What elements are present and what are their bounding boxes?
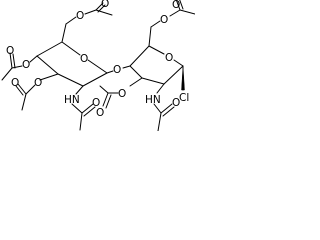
atom-right-o6: O	[160, 14, 168, 26]
bond-right-acetyl3-co	[102, 92, 109, 107]
atom-right-nacetyl-carbonyl-o: O	[172, 97, 180, 109]
molecule-structure-diagram: O O O O O O O HN O O O O O O O HN O Cl	[1, 0, 195, 131]
bond-left-ring-c2-c3	[57, 73, 84, 87]
bond-lines	[1, 0, 195, 131]
bond-right-ring-c1-c2	[163, 65, 184, 85]
bond-right-ring-c2-c3	[141, 77, 165, 85]
bond-right-ring-o-c1	[173, 59, 184, 67]
atom-left-o3: O	[34, 77, 42, 89]
atom-labels: O O O O O O O HN O O O O O O O HN O Cl	[6, 0, 189, 119]
bond-left-ring-c4-c5	[36, 41, 63, 57]
bond-left-ring-c5-o	[61, 41, 81, 56]
bond-left-c4-o4	[29, 55, 38, 63]
bond-right-nacetyl-me	[157, 112, 162, 131]
bond-left-c3-o3	[39, 73, 59, 81]
stereo-wedge	[181, 65, 185, 91]
atom-right-acetyl3-carbonyl-o: O	[96, 107, 104, 119]
bond-left-acetyl3-me	[21, 93, 27, 111]
atom-left-nh: HN	[64, 94, 80, 106]
bond-left-acetyl4-co	[9, 52, 13, 69]
bond-right-ring-c5-o	[148, 45, 165, 55]
bond-left-acetyl6-me	[95, 9, 113, 16]
bond-left-c2-n	[75, 85, 84, 95]
bond-glycosidic-c1-o	[106, 70, 114, 74]
atom-left-acetyl6-carbonyl-o: O	[101, 0, 109, 10]
atom-right-o3: O	[118, 88, 126, 100]
bond-left-o6-carbonyl	[84, 9, 97, 15]
bond-right-c2-n	[156, 83, 165, 94]
bond-right-c3-o3	[129, 77, 143, 87]
atom-left-acetyl3-carbonyl-o: O	[11, 77, 19, 89]
bond-right-acetyl6-co-2	[179, 0, 184, 10]
atom-left-ring-oxygen: O	[80, 53, 88, 65]
atom-right-acetyl6-carbonyl-o: O	[172, 0, 180, 11]
bond-left-o3-carbonyl	[25, 84, 36, 95]
bond-right-acetyl3-co-2	[105, 94, 112, 109]
atom-left-nacetyl-carbonyl-o: O	[92, 97, 100, 109]
bond-left-n-carbonyl	[71, 103, 83, 114]
atom-chlorine: Cl	[179, 92, 189, 104]
bond-right-acetyl3-me	[99, 85, 109, 94]
atom-right-ring-oxygen: O	[165, 52, 173, 64]
atom-right-nh: HN	[145, 94, 161, 106]
bond-right-nacetyl-co	[160, 103, 173, 114]
bond-right-c6-o6	[150, 20, 161, 28]
atom-left-o6: O	[76, 10, 84, 22]
bond-left-nacetyl-co-2	[83, 106, 96, 117]
bond-right-n-carbonyl	[153, 103, 162, 114]
bond-left-ring-c3-c4	[36, 55, 59, 75]
bond-left-nacetyl-me	[79, 112, 83, 131]
bond-right-acetyl6-co	[175, 0, 181, 11]
atom-glycosidic-oxygen: O	[113, 64, 121, 76]
bond-left-acetyl4-me	[1, 67, 13, 81]
bond-left-acetyl6-co	[95, 2, 104, 11]
bond-right-nacetyl-co-2	[162, 106, 175, 117]
bond-left-ring-o-c1	[87, 59, 108, 74]
bond-right-o6-carbonyl	[169, 9, 181, 17]
bond-right-ring-c4-c5	[129, 45, 150, 67]
bond-left-o4-carbonyl	[11, 65, 23, 69]
bond-left-acetyl4-co-2	[12, 53, 16, 69]
bond-glycosidic-o-c4prime	[122, 65, 131, 69]
bond-left-acetyl3-co-2	[15, 85, 24, 96]
atom-left-o4: O	[22, 59, 30, 71]
bond-left-c5-c6	[61, 23, 67, 43]
bond-left-nacetyl-co	[81, 103, 94, 114]
atom-left-acetyl4-carbonyl-o: O	[6, 45, 14, 57]
bond-right-ring-c3-c4	[129, 65, 143, 79]
bond-left-acetyl3-co	[17, 83, 27, 95]
bond-left-c6-o6	[65, 16, 77, 25]
bond-left-ring-c1-c2	[82, 72, 108, 87]
bond-right-acetyl6-me	[179, 9, 195, 15]
bond-right-c5-c6	[148, 26, 152, 47]
